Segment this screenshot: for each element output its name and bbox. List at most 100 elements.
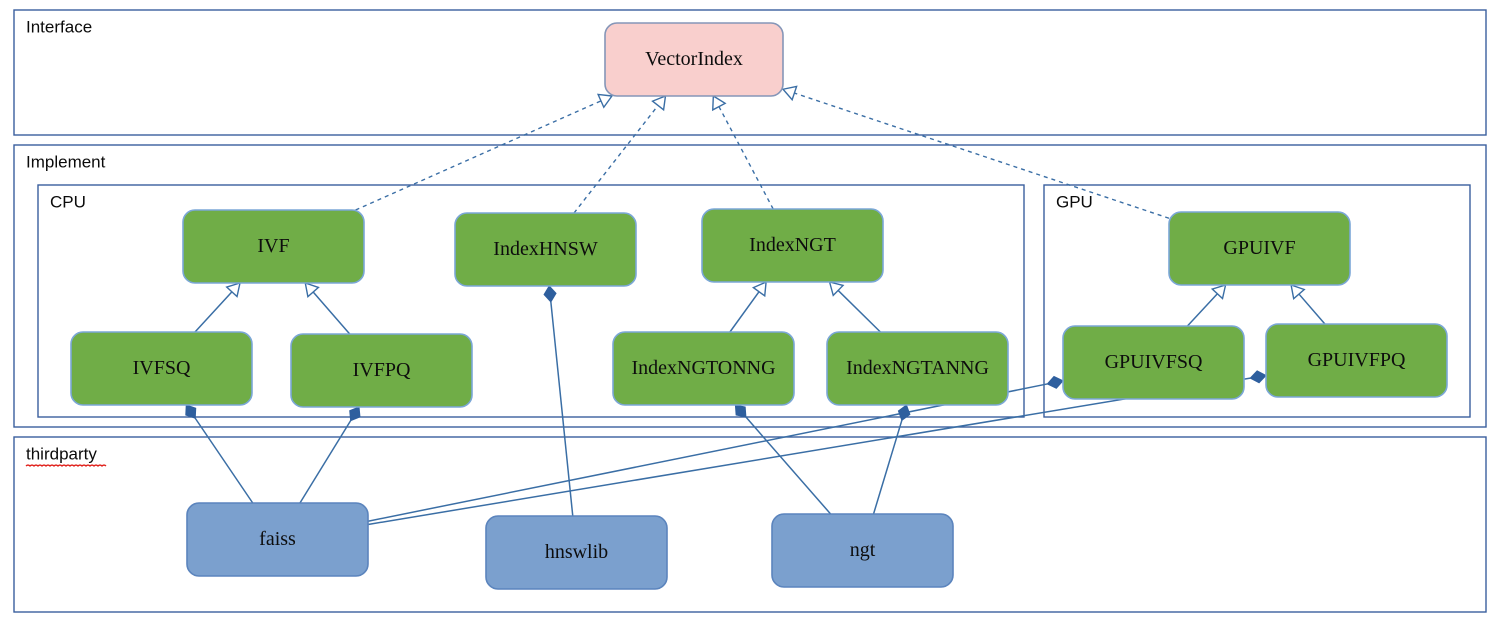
node-label-indexngtonng: IndexNGTONNG — [631, 357, 775, 379]
node-box-faiss[interactable] — [186, 502, 369, 577]
node-faiss[interactable]: faiss — [186, 502, 369, 577]
edge-gpuivf-to-vectorindex — [781, 85, 1170, 219]
edge-line — [194, 291, 233, 333]
node-gpuivfsq[interactable]: GPUIVFSQ — [1062, 325, 1245, 400]
hollow-triangle-arrowhead — [828, 281, 845, 297]
hollow-triangle-arrowhead — [712, 94, 727, 112]
hollow-triangle-arrowhead — [1210, 283, 1227, 300]
container-label-implement: Implement — [26, 152, 106, 171]
node-label-hnswlib: hnswlib — [545, 541, 608, 563]
node-label-indexhnsw: IndexHNSW — [493, 238, 598, 260]
node-ivfsq[interactable]: IVFSQ — [70, 331, 253, 406]
edge-indexngtanng-to-indexngt — [828, 281, 881, 333]
edge-indexngtonng-to-indexngt — [729, 280, 767, 333]
edge-indexhnsw-to-vectorindex — [573, 94, 667, 214]
node-gpuivfpq[interactable]: GPUIVFPQ — [1265, 323, 1448, 398]
container-label-gpu: GPU — [1056, 192, 1093, 211]
hollow-triangle-arrowhead — [751, 280, 767, 298]
node-label-gpuivfpq: GPUIVFPQ — [1308, 349, 1406, 371]
edge-faiss-to-gpuivfpq — [367, 370, 1267, 526]
annotation-layer — [25, 464, 107, 467]
edge-ivfpq-to-ivf — [304, 281, 351, 335]
node-box-vectorindex[interactable] — [604, 22, 784, 97]
node-box-ngt[interactable] — [771, 513, 954, 588]
container-label-cpu: CPU — [50, 192, 86, 211]
edge-faiss-to-gpuivfsq — [367, 375, 1064, 522]
node-label-ivfsq: IVFSQ — [133, 357, 191, 379]
node-indexngtanng[interactable]: IndexNGTANNG — [826, 331, 1009, 406]
edge-line — [872, 420, 903, 515]
node-box-ivfsq[interactable] — [70, 331, 253, 406]
edge-line — [837, 289, 881, 333]
container-label-interface: Interface — [26, 17, 92, 36]
hollow-triangle-arrowhead — [596, 93, 614, 109]
node-box-hnswlib[interactable] — [485, 515, 668, 590]
spellcheck-squiggle-icon — [25, 464, 107, 467]
filled-diamond-arrowhead — [1249, 370, 1267, 384]
node-vectorindex[interactable]: VectorIndex — [604, 22, 784, 97]
filled-diamond-arrowhead — [185, 404, 197, 419]
edge-line — [299, 420, 352, 504]
node-label-faiss: faiss — [259, 528, 296, 550]
node-indexngt[interactable]: IndexNGT — [701, 208, 884, 283]
filled-diamond-arrowhead — [349, 406, 361, 422]
node-label-ivfpq: IVFPQ — [353, 359, 411, 381]
edge-line — [745, 416, 832, 515]
hollow-triangle-arrowhead — [781, 85, 798, 102]
node-box-indexhnsw[interactable] — [454, 212, 637, 287]
edge-gpuivfsq-to-gpuivf — [1186, 283, 1227, 327]
filled-diamond-arrowhead — [734, 404, 747, 418]
edge-line — [312, 291, 351, 335]
hollow-triangle-arrowhead — [225, 281, 241, 298]
edge-faiss-to-ivfsq — [185, 404, 254, 504]
node-box-gpuivfsq[interactable] — [1062, 325, 1245, 400]
hollow-triangle-arrowhead — [304, 281, 320, 298]
edge-ngt-to-indexngtonng — [734, 404, 832, 515]
node-ivf[interactable]: IVF — [182, 209, 365, 284]
hollow-triangle-arrowhead — [651, 94, 667, 112]
filled-diamond-arrowhead — [543, 285, 557, 303]
edge-line — [794, 92, 1170, 219]
node-gpuivf[interactable]: GPUIVF — [1168, 211, 1351, 286]
edge-ngt-to-indexngtanng — [872, 404, 911, 515]
edge-faiss-to-ivfpq — [299, 406, 361, 504]
node-label-ngt: ngt — [850, 539, 876, 561]
node-box-gpuivfpq[interactable] — [1265, 323, 1448, 398]
edge-ivf-to-vectorindex — [355, 93, 614, 211]
node-hnswlib[interactable]: hnswlib — [485, 515, 668, 590]
node-ngt[interactable]: ngt — [771, 513, 954, 588]
node-label-gpuivf: GPUIVF — [1223, 237, 1295, 259]
node-box-indexngtanng[interactable] — [826, 331, 1009, 406]
node-box-ivfpq[interactable] — [290, 333, 473, 408]
edge-line — [550, 301, 574, 517]
edge-line — [367, 383, 1048, 522]
edge-line — [1186, 293, 1218, 327]
node-label-indexngtanng: IndexNGTANNG — [846, 357, 989, 379]
edge-indexngt-to-vectorindex — [712, 94, 774, 210]
edge-gpuivfpq-to-gpuivf — [1290, 283, 1326, 325]
node-indexhnsw[interactable]: IndexHNSW — [454, 212, 637, 287]
node-box-indexngt[interactable] — [701, 208, 884, 283]
hollow-triangle-arrowhead — [1290, 283, 1306, 300]
container-label-thirdparty: thirdparty — [26, 444, 97, 463]
node-label-gpuivfsq: GPUIVFSQ — [1105, 351, 1203, 373]
edge-line — [1298, 293, 1326, 325]
node-label-ivf: IVF — [257, 235, 289, 257]
edge-line — [194, 417, 254, 504]
edge-ivfsq-to-ivf — [194, 281, 241, 333]
edge-line — [729, 291, 760, 333]
node-box-gpuivf[interactable] — [1168, 211, 1351, 286]
edge-hnswlib-to-indexhnsw — [543, 285, 574, 517]
filled-diamond-arrowhead — [1046, 375, 1064, 389]
node-box-indexngtonng[interactable] — [612, 331, 795, 406]
node-ivfpq[interactable]: IVFPQ — [290, 333, 473, 408]
filled-diamond-arrowhead — [897, 404, 911, 422]
node-indexngtonng[interactable]: IndexNGTONNG — [612, 331, 795, 406]
node-label-indexngt: IndexNGT — [749, 234, 836, 256]
node-box-ivf[interactable] — [182, 209, 365, 284]
edge-line — [573, 105, 659, 214]
edge-line — [718, 106, 774, 210]
